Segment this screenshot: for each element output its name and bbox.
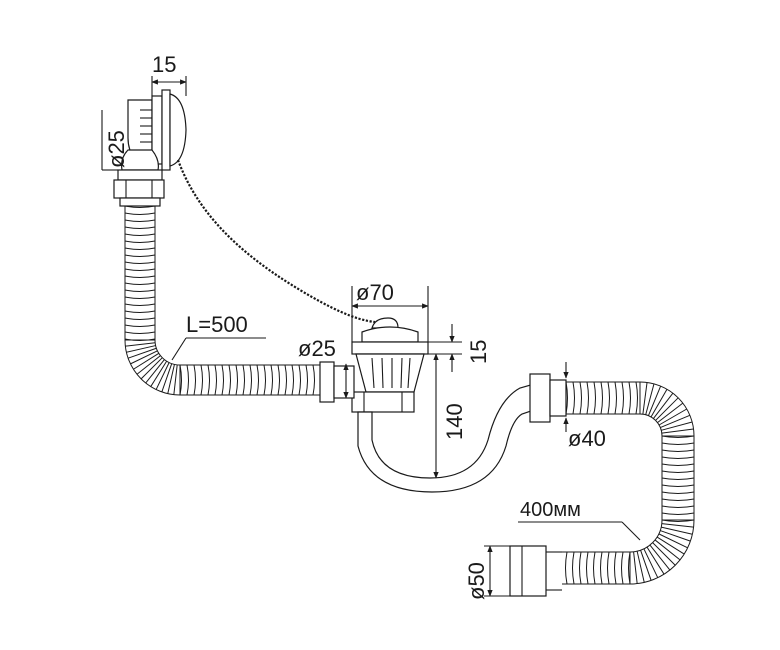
flex-length-label: 400мм bbox=[520, 499, 581, 521]
trap-outlet-nut bbox=[529, 373, 567, 423]
hose-length-label: L=500 bbox=[186, 312, 248, 337]
trap-depth-label: 140 bbox=[442, 403, 467, 440]
outlet-flex-hose-bend bbox=[629, 381, 695, 585]
drain-height-label: 15 bbox=[466, 340, 491, 364]
overflow-diameter-label: ø25 bbox=[104, 130, 129, 168]
outlet-flex-hose-horizontal bbox=[565, 381, 640, 415]
inlet-diameter-label: ø25 bbox=[298, 336, 336, 361]
dimension-overflow-diameter: ø25 bbox=[101, 110, 129, 171]
outlet-flex-hose-vertical bbox=[661, 435, 695, 522]
drain-fitting bbox=[351, 317, 429, 413]
overflow-hose-bend bbox=[124, 339, 181, 396]
overflow-hose-horizontal bbox=[179, 364, 322, 396]
dimension-outlet-diameter: ø40 bbox=[563, 362, 606, 451]
outlet-flex-hose-bottom bbox=[562, 551, 631, 585]
end-diameter-label: ø50 bbox=[464, 562, 489, 600]
drain-inlet-nut bbox=[319, 361, 355, 403]
dimension-hose-length: L=500 bbox=[171, 312, 266, 361]
outlet-diameter-label: ø40 bbox=[568, 426, 606, 451]
s-trap bbox=[357, 383, 535, 493]
dimension-overflow-depth: 15 bbox=[151, 52, 187, 96]
dimension-drain-diameter: ø70 bbox=[351, 280, 429, 342]
overflow-head bbox=[121, 89, 187, 171]
drain-diameter-label: ø70 bbox=[356, 280, 394, 305]
dimension-flex-length: 400мм bbox=[518, 499, 641, 541]
dimension-inlet-diameter: ø25 bbox=[298, 336, 349, 399]
overflow-depth-label: 15 bbox=[152, 52, 176, 77]
overflow-nut bbox=[113, 169, 165, 207]
overflow-hose-vertical bbox=[124, 205, 156, 341]
dimension-end-diameter: ø50 bbox=[464, 545, 510, 600]
dimension-trap-depth: 140 bbox=[433, 353, 467, 479]
outlet-end-sleeve bbox=[509, 545, 562, 597]
dimension-drain-height: 15 bbox=[418, 324, 491, 372]
plug-chain bbox=[176, 159, 376, 324]
